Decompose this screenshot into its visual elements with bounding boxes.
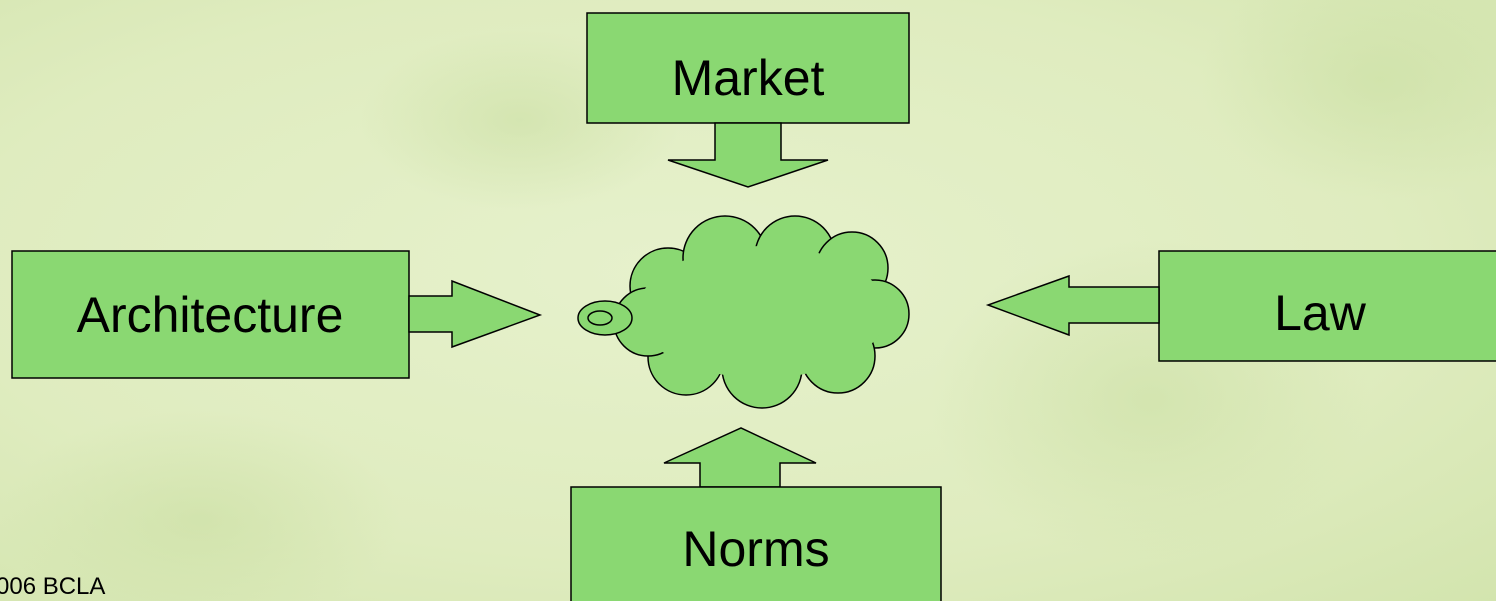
background-texture bbox=[0, 410, 400, 601]
market-arrow bbox=[667, 122, 829, 188]
footer-credit: 006 BCLA bbox=[0, 573, 105, 600]
architecture-label: Architecture bbox=[77, 287, 344, 343]
market-label: Market bbox=[672, 50, 825, 106]
norms-node: Norms bbox=[570, 486, 942, 601]
market-node: Market bbox=[586, 12, 910, 124]
architecture-box bbox=[11, 250, 410, 379]
norms-label: Norms bbox=[682, 521, 829, 577]
law-arrow bbox=[985, 274, 1160, 337]
background-texture bbox=[1200, 0, 1496, 200]
central-cloud bbox=[577, 215, 910, 409]
norms-box bbox=[570, 486, 942, 601]
architecture-arrow bbox=[408, 279, 543, 349]
cloud-bubble-inner bbox=[587, 310, 613, 326]
law-node: Law bbox=[1158, 250, 1496, 362]
architecture-node: Architecture bbox=[11, 250, 410, 379]
law-box bbox=[1158, 250, 1496, 362]
law-label: Law bbox=[1274, 285, 1367, 341]
norms-arrow bbox=[663, 427, 817, 488]
